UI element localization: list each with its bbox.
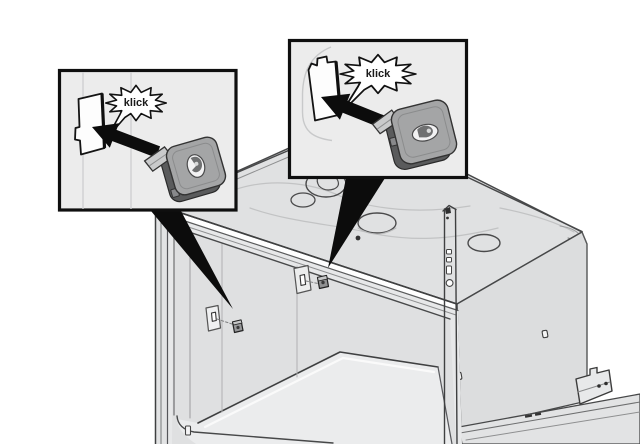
callout-box-right: klick bbox=[287, 38, 469, 180]
bracket-hole bbox=[597, 384, 601, 388]
pointer-triangle-left bbox=[151, 211, 233, 309]
clip-position-right bbox=[293, 264, 330, 295]
klick-label-right: klick bbox=[366, 68, 391, 80]
top-hole-mid bbox=[357, 212, 397, 234]
bracket-hole bbox=[604, 381, 608, 386]
insert-arrow-icon bbox=[92, 123, 161, 158]
front-face bbox=[155, 205, 462, 444]
klick-label-left: klick bbox=[124, 97, 149, 109]
frame-slot bbox=[184, 425, 192, 436]
klick-starburst-icon bbox=[104, 84, 168, 139]
corner-bracket bbox=[575, 366, 613, 405]
screw-hole bbox=[355, 235, 361, 241]
mounting-rail bbox=[442, 204, 458, 444]
top-hole-right bbox=[467, 233, 501, 253]
clip-position-left bbox=[205, 304, 244, 334]
left-front-frame bbox=[154, 207, 192, 444]
top-hole-small bbox=[290, 192, 316, 208]
oven-body bbox=[154, 117, 640, 444]
callout-box-left: klick bbox=[57, 68, 238, 212]
clip-left-small bbox=[231, 319, 244, 334]
clip-slot-right bbox=[299, 274, 307, 286]
pointer-triangle-right bbox=[328, 178, 385, 268]
cavity-floor bbox=[177, 352, 451, 444]
klick-starburst-icon bbox=[339, 53, 417, 113]
clip-slot-left bbox=[210, 311, 217, 322]
clip-icon bbox=[143, 136, 227, 203]
clip-right-small bbox=[316, 274, 330, 290]
clip-icon bbox=[371, 99, 458, 171]
side-slot-upper bbox=[541, 329, 549, 339]
